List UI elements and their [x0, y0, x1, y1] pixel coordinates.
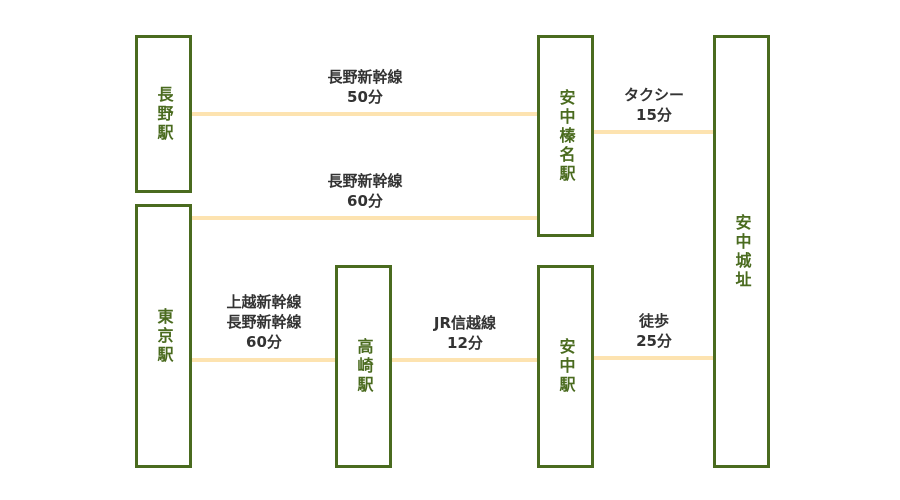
route-label-tokyo-takasaki: 上越新幹線 長野新幹線 60分 [226, 292, 301, 352]
route-duration: 25分 [636, 332, 672, 350]
station-label: 高崎駅 [354, 338, 374, 395]
route-line-name: 長野新幹線 [226, 313, 302, 331]
station-takasaki: 高崎駅 [335, 265, 392, 468]
route-line-takasaki-annaka [391, 358, 540, 362]
station-label: 安中城址 [732, 213, 752, 290]
route-mode: タクシー [623, 86, 685, 104]
route-line-name: 長野新幹線 [327, 172, 403, 190]
station-label: 長野駅 [154, 85, 174, 143]
route-duration: 15分 [636, 106, 672, 124]
station-label: 安中榛名駅 [556, 88, 576, 184]
station-label: 安中駅 [556, 338, 576, 395]
route-line-annaka-castle [594, 356, 716, 360]
station-label: 東京駅 [154, 307, 174, 365]
destination-annaka-castle: 安中城址 [713, 35, 770, 468]
route-line-name: 長野新幹線 [327, 68, 403, 86]
route-line-name: JR信越線 [433, 314, 497, 332]
route-duration: 60分 [246, 333, 282, 351]
station-nagano: 長野駅 [135, 35, 192, 193]
station-annaka-haruna: 安中榛名駅 [537, 35, 594, 237]
route-label-tokyo-annaka-haruna: 長野新幹線 60分 [327, 171, 402, 211]
route-duration: 60分 [347, 192, 383, 210]
route-label-nagano-annaka-haruna: 長野新幹線 50分 [327, 67, 402, 107]
route-label-annaka-haruna-castle: タクシー 15分 [624, 85, 684, 125]
route-line-nagano-annaka-haruna [190, 112, 540, 116]
station-tokyo: 東京駅 [135, 204, 192, 468]
station-annaka: 安中駅 [537, 265, 594, 468]
route-line-tokyo-takasaki [190, 358, 338, 362]
route-line-name: 上越新幹線 [226, 293, 302, 311]
route-line-annaka-haruna-castle [594, 130, 716, 134]
route-label-takasaki-annaka: JR信越線 12分 [434, 313, 496, 353]
route-mode: 徒歩 [638, 312, 669, 330]
route-duration: 12分 [447, 334, 483, 352]
route-line-tokyo-annaka-haruna [190, 216, 540, 220]
route-label-annaka-castle: 徒歩 25分 [636, 311, 672, 351]
route-duration: 50分 [347, 88, 383, 106]
